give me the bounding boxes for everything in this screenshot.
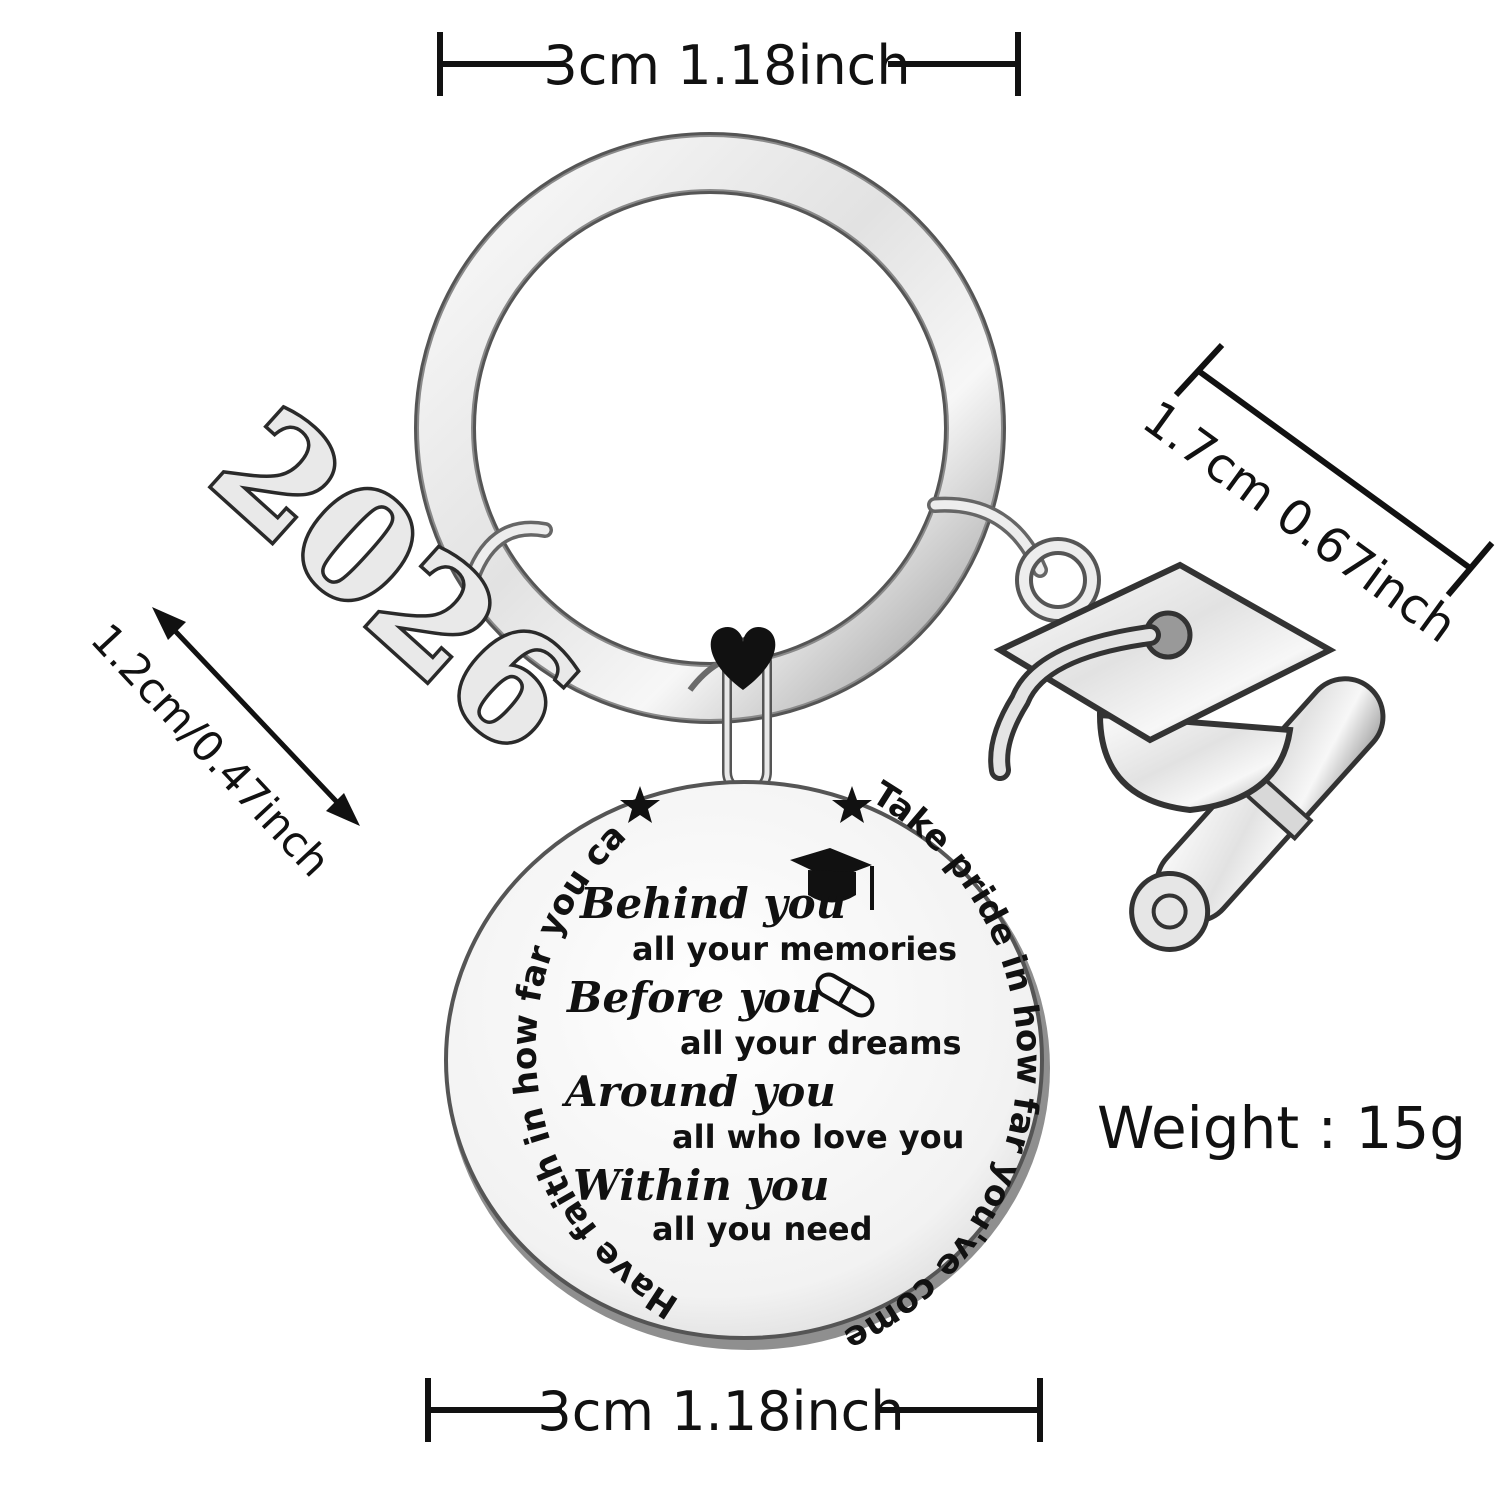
bottom-width-dimension: 3cm 1.18inch (425, 1378, 1043, 1443)
line-1-plain: all your memories (632, 930, 957, 968)
year-charm-number: 2026 (181, 376, 609, 786)
graduation-cap-icon (790, 848, 874, 910)
star-icon (832, 786, 872, 823)
year-charm-size-label: 1.2cm/0.47inch (81, 614, 339, 886)
year-charm-dimension: 1.2cm/0.47inch (81, 607, 360, 886)
line-4-plain: all you need (652, 1210, 873, 1248)
heart-icon (710, 627, 776, 690)
line-4-script: Within you (573, 1161, 829, 1210)
diploma-scroll-icon (815, 972, 875, 1018)
line-3-script: Around you (561, 1067, 836, 1116)
top-width-label: 3cm 1.18inch (543, 34, 910, 97)
weight-label: Weight : 15g (1097, 1094, 1466, 1162)
line-2-plain: all your dreams (680, 1024, 962, 1062)
line-3-plain: all who love you (672, 1118, 964, 1156)
graduation-cap-charm (988, 537, 1386, 952)
year-charm: 2026 (177, 373, 612, 790)
star-icon (620, 786, 660, 823)
top-width-dimension: 3cm 1.18inch (437, 32, 1021, 97)
line-2-script: Before you (566, 973, 822, 1022)
line-1-script: Behind you (579, 879, 846, 928)
bottom-width-label: 3cm 1.18inch (537, 1380, 904, 1443)
